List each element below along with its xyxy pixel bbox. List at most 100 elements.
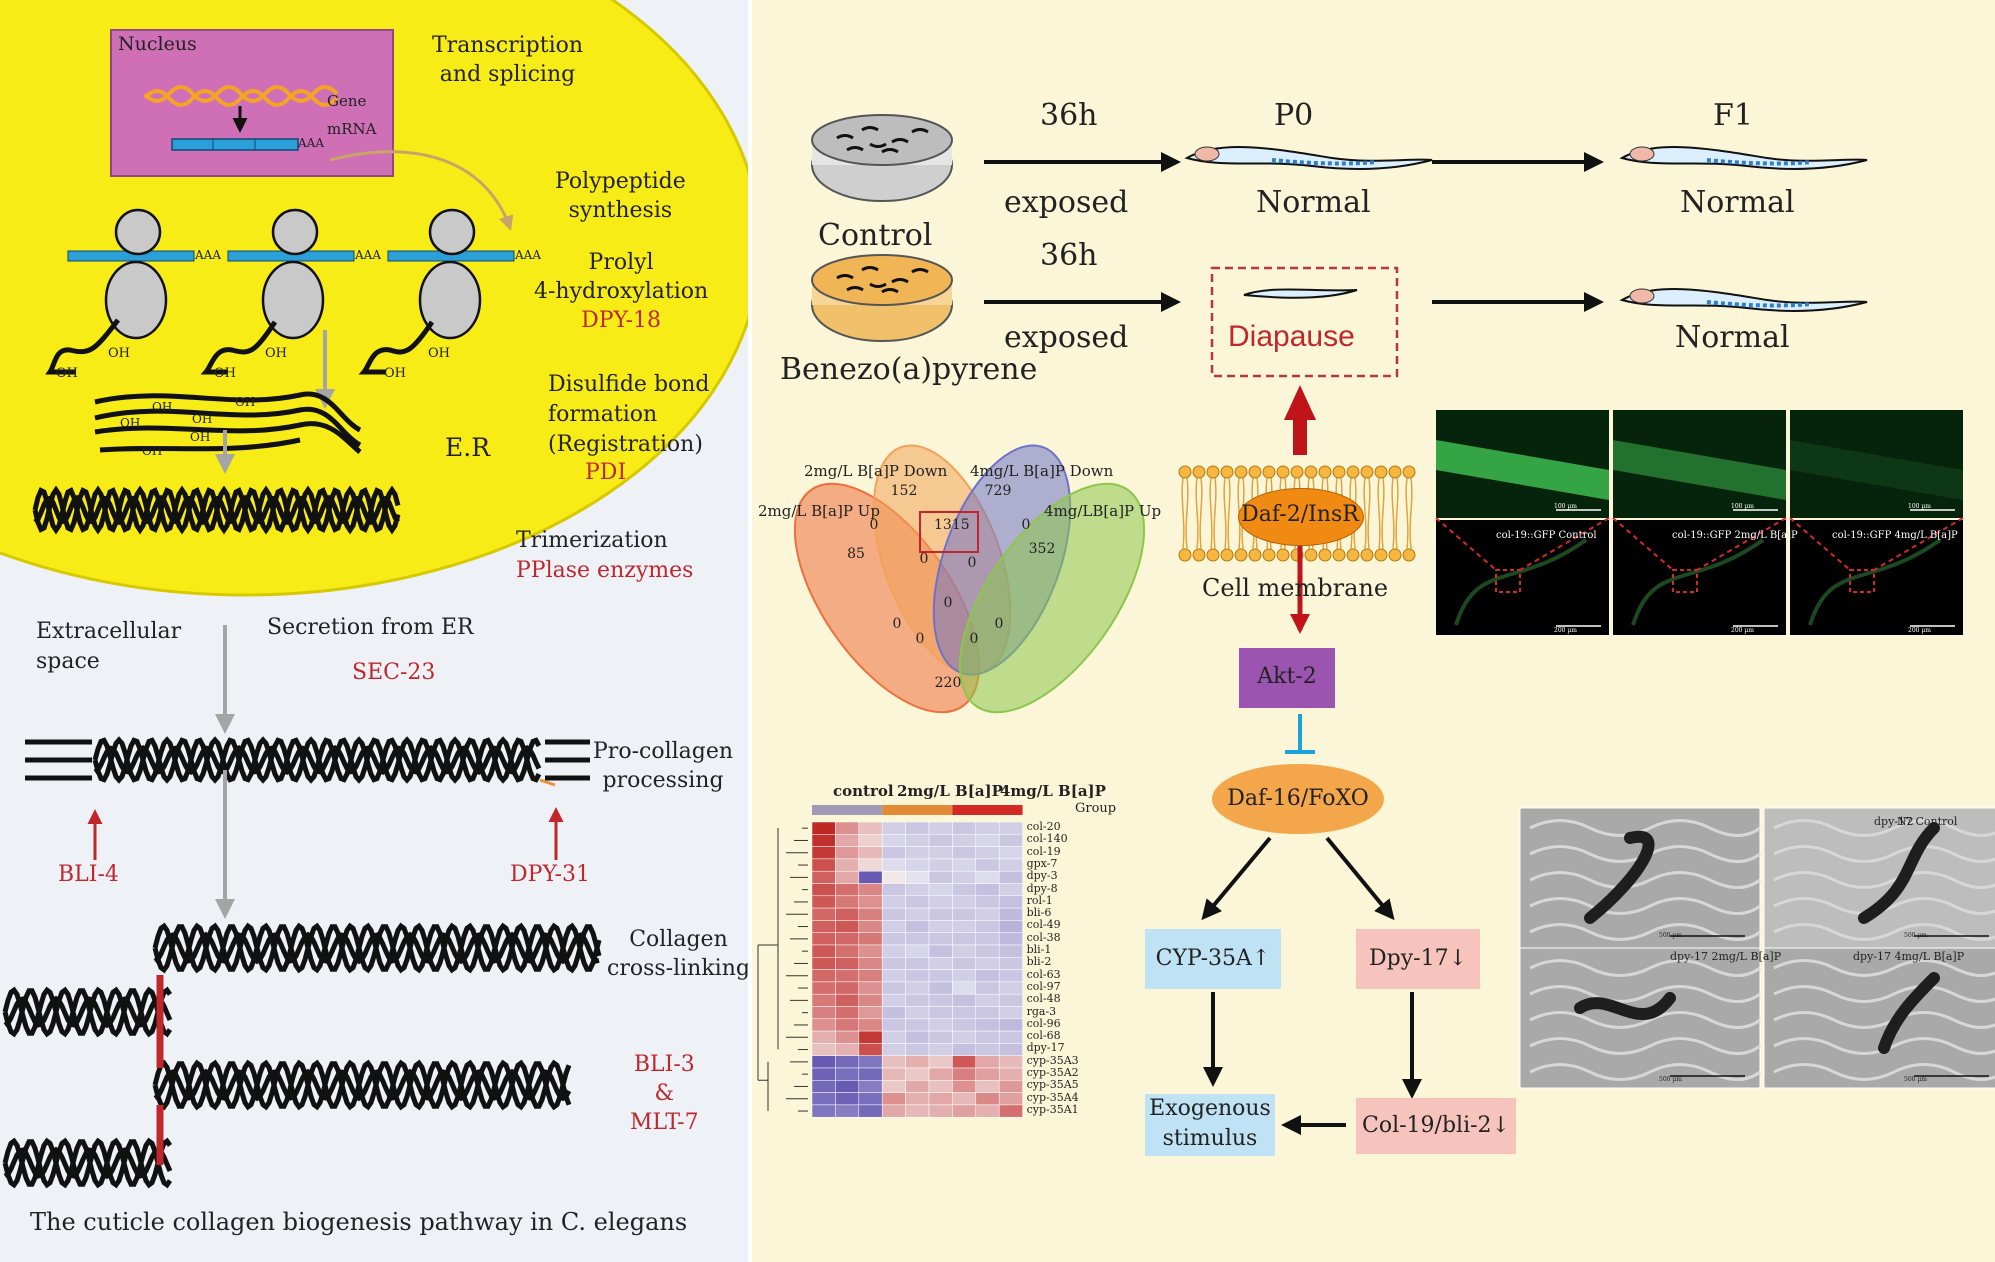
heatmap-cell <box>905 1092 930 1106</box>
heatmap-cell <box>881 1055 906 1069</box>
heatmap-cell <box>858 821 883 835</box>
oh-label-11: OH <box>190 430 211 444</box>
heatmap-col-4mg: 4mg/L B[a]P <box>1000 782 1106 800</box>
heatmap-cell <box>998 1080 1023 1093</box>
heatmap-cell <box>998 883 1023 897</box>
worm-body <box>1878 972 1940 1054</box>
heatmap-cell <box>952 895 977 909</box>
zoom-guide <box>1519 517 1610 571</box>
heatmap-cell <box>835 858 860 872</box>
bli3-mlt7-label: BLI-3&MLT-7 <box>630 1052 699 1135</box>
heatmap-group-label: Group <box>1075 801 1117 816</box>
group-bar-3 <box>952 805 1023 815</box>
heatmap-row-label: col-48 <box>1026 992 1061 1006</box>
heatmap-cell <box>811 1043 836 1056</box>
heatmap-cell <box>952 1055 977 1069</box>
heatmap-cell <box>928 1055 953 1069</box>
sec23-label: SEC-23 <box>352 660 436 685</box>
heatmap-cell <box>881 858 906 872</box>
heatmap-cell <box>952 858 977 872</box>
heatmap-cell <box>952 969 977 983</box>
dpy17-label: Dpy-17↓ <box>1368 946 1467 971</box>
daf2-label: Daf-2/InsR <box>1241 502 1359 527</box>
heatmap-cell <box>835 993 860 1007</box>
polypeptide-1 <box>45 318 120 375</box>
heatmap-cell <box>975 821 1000 835</box>
heatmap-cell <box>998 821 1023 835</box>
collagen-pathway-graphics <box>0 0 748 1189</box>
heatmap-cell <box>975 1018 1000 1032</box>
heatmap-cell <box>881 846 906 860</box>
heatmap-cell <box>975 858 1000 872</box>
heatmap-cell <box>835 1092 860 1106</box>
col19-label: Col-19/bli-2↓ <box>1362 1113 1510 1138</box>
phospholipid <box>1192 465 1206 562</box>
phospholipid <box>1276 465 1290 562</box>
heatmap-cell <box>952 1104 977 1118</box>
pdi-label: PDI <box>585 460 627 485</box>
phospholipid <box>1360 465 1374 562</box>
export-arrow <box>329 150 514 231</box>
oh-label-7: OH <box>152 400 173 414</box>
gfp-signal <box>1790 440 1963 500</box>
heatmap-cell <box>858 969 883 983</box>
heatmap-cell <box>998 1092 1023 1106</box>
heatmap-cell <box>881 895 906 909</box>
heatmap-cell <box>811 870 836 884</box>
polya-1: AAA <box>195 248 221 262</box>
heatmap-cell <box>881 907 906 921</box>
micro-scale-4: 500 µm <box>1904 1076 1927 1083</box>
heatmap-cell <box>811 907 836 921</box>
fluo-scale-bottom-3: 200 µm <box>1908 627 1931 634</box>
heatmap-cell <box>952 907 977 921</box>
heatmap-row-label: col-20 <box>1026 820 1061 833</box>
heatmap-col-2mg: 2mg/L B[a]P <box>897 782 1003 800</box>
heatmap-cell <box>835 981 860 995</box>
helix-crosslinked-4 <box>2 1137 173 1189</box>
exo-box <box>1145 1094 1275 1156</box>
helix-crosslinked-3 <box>2 986 173 1038</box>
heatmap-cell <box>998 932 1023 946</box>
f1-label: F1 <box>1713 98 1753 133</box>
heatmap-cell <box>881 920 906 933</box>
heatmap-cell <box>905 920 930 933</box>
micro-label-dpy17-2mg: dpy-17 2mg/L B[a]P <box>1670 950 1782 963</box>
heatmap-cell <box>928 846 953 860</box>
heatmap-cell <box>811 1055 836 1069</box>
heatmap-cell <box>975 969 1000 983</box>
fluo-label-control: col-19::GFP Control <box>1496 530 1597 541</box>
heatmap-cell <box>858 920 883 933</box>
secretion-label: Secretion from ER <box>267 615 474 640</box>
heatmap-cell <box>835 944 860 958</box>
heatmap-cell <box>881 834 906 847</box>
gene-strand-2 <box>143 85 339 103</box>
heatmap-cell <box>952 981 977 995</box>
venn-label-2mg-up: 2mg/L B[a]P Up <box>758 502 880 520</box>
heatmap-row-label: col-63 <box>1026 967 1061 981</box>
oh-label-3: OH <box>214 366 236 381</box>
micro-label-n2: N2 <box>1897 815 1914 828</box>
heatmap-cell <box>858 834 883 847</box>
heatmap-cell <box>835 969 860 983</box>
heatmap-cell <box>881 981 906 995</box>
heatmap-cell <box>928 944 953 958</box>
heatmap-row-label: col-140 <box>1026 832 1068 846</box>
heatmap-cell <box>952 1067 977 1081</box>
heatmap-cell <box>998 969 1023 983</box>
fluo-zoom-3 <box>1790 410 1963 518</box>
zoom-guide <box>1696 517 1787 571</box>
akt2-box <box>1239 648 1335 708</box>
heatmap-cell <box>928 981 953 995</box>
heatmap-cell <box>998 981 1023 995</box>
heatmap-cell <box>905 895 930 909</box>
heatmap-cell <box>835 1067 860 1081</box>
heatmap-cell <box>881 1080 906 1093</box>
heatmap-cell <box>881 870 906 884</box>
heatmap-cell <box>998 1055 1023 1069</box>
venn-value: 729 <box>984 483 1012 499</box>
fluo-label-2mg: col-19::GFP 2mg/L B[a]P <box>1672 530 1798 541</box>
diapause-label: Diapause <box>1228 320 1355 353</box>
heatmap-cell <box>835 895 860 909</box>
micro-scale-3: 500 µm <box>1659 1076 1682 1083</box>
heatmap-cell <box>811 1080 836 1093</box>
